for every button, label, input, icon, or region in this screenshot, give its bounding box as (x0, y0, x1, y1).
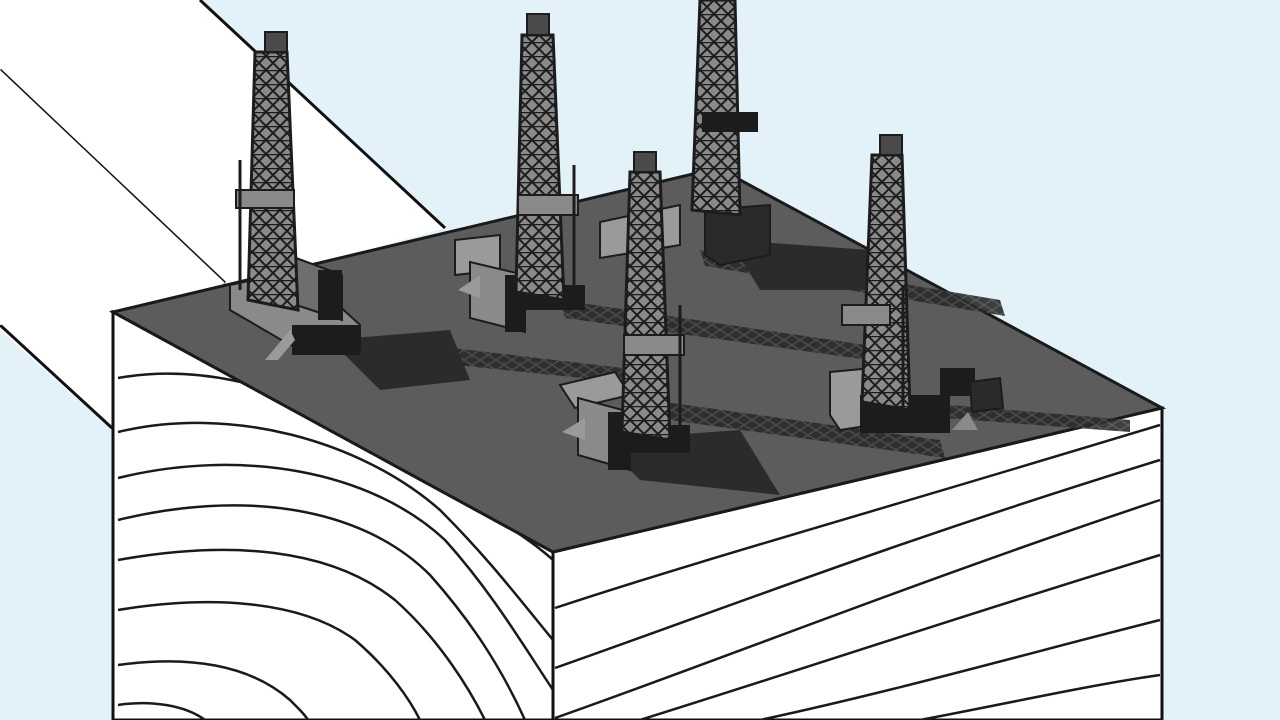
illustration-scene (0, 0, 1280, 720)
